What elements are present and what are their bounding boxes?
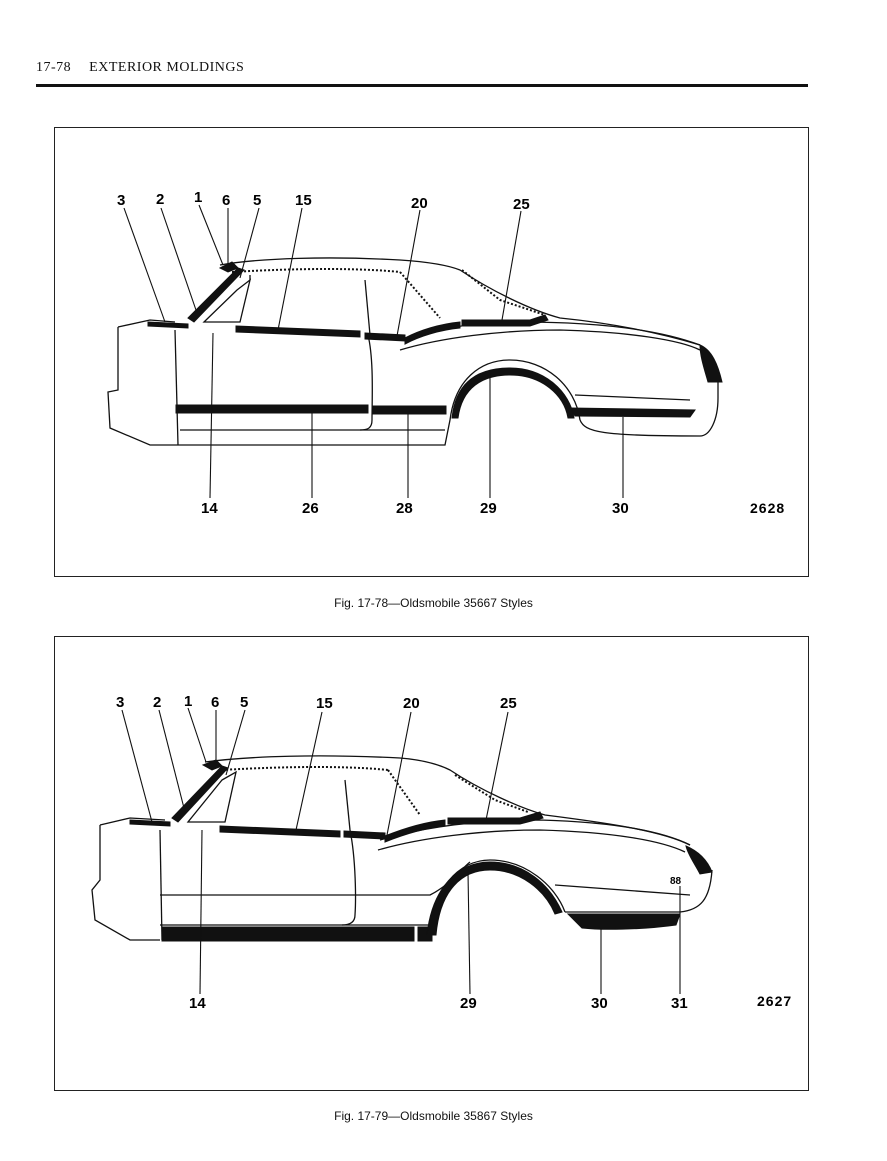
- callout-label: 6: [222, 192, 230, 209]
- callout-label: 1: [194, 189, 202, 206]
- callout-label: 29: [480, 500, 497, 517]
- figure-frame-1: [54, 127, 809, 577]
- callout-label: 15: [295, 192, 312, 209]
- callout-label: 2: [156, 191, 164, 208]
- callout-label: 6: [211, 694, 219, 711]
- callout-label: 15: [316, 695, 333, 712]
- emblem-88: 88: [670, 876, 682, 887]
- callout-label: 29: [460, 995, 477, 1012]
- callout-label: 5: [253, 192, 261, 209]
- callout-label: 25: [500, 695, 517, 712]
- callout-label: 26: [302, 500, 319, 517]
- page-header: 17-78 EXTERIOR MOLDINGS: [36, 60, 244, 76]
- callout-label: 28: [396, 500, 413, 517]
- callout-label: 30: [612, 500, 629, 517]
- callout-label: 20: [411, 195, 428, 212]
- page-number: 17-78: [36, 60, 72, 75]
- figure-id: 2628: [750, 500, 785, 516]
- section-title: EXTERIOR MOLDINGS: [89, 60, 245, 75]
- callout-label: 30: [591, 995, 608, 1012]
- callout-label: 20: [403, 695, 420, 712]
- figure-frame-2: [54, 636, 809, 1091]
- header-rule: [36, 84, 808, 87]
- callout-label: 25: [513, 196, 530, 213]
- callout-label: 3: [117, 192, 125, 209]
- callout-label: 2: [153, 694, 161, 711]
- figure-caption: Fig. 17-78—Oldsmobile 35667 Styles: [334, 596, 533, 610]
- figure-caption: Fig. 17-79—Oldsmobile 35867 Styles: [334, 1109, 533, 1123]
- callout-label: 5: [240, 694, 248, 711]
- callout-label: 14: [189, 995, 206, 1012]
- callout-label: 1: [184, 693, 192, 710]
- figure-id: 2627: [757, 993, 792, 1009]
- callout-label: 14: [201, 500, 218, 517]
- callout-label: 3: [116, 694, 124, 711]
- callout-label: 31: [671, 995, 688, 1012]
